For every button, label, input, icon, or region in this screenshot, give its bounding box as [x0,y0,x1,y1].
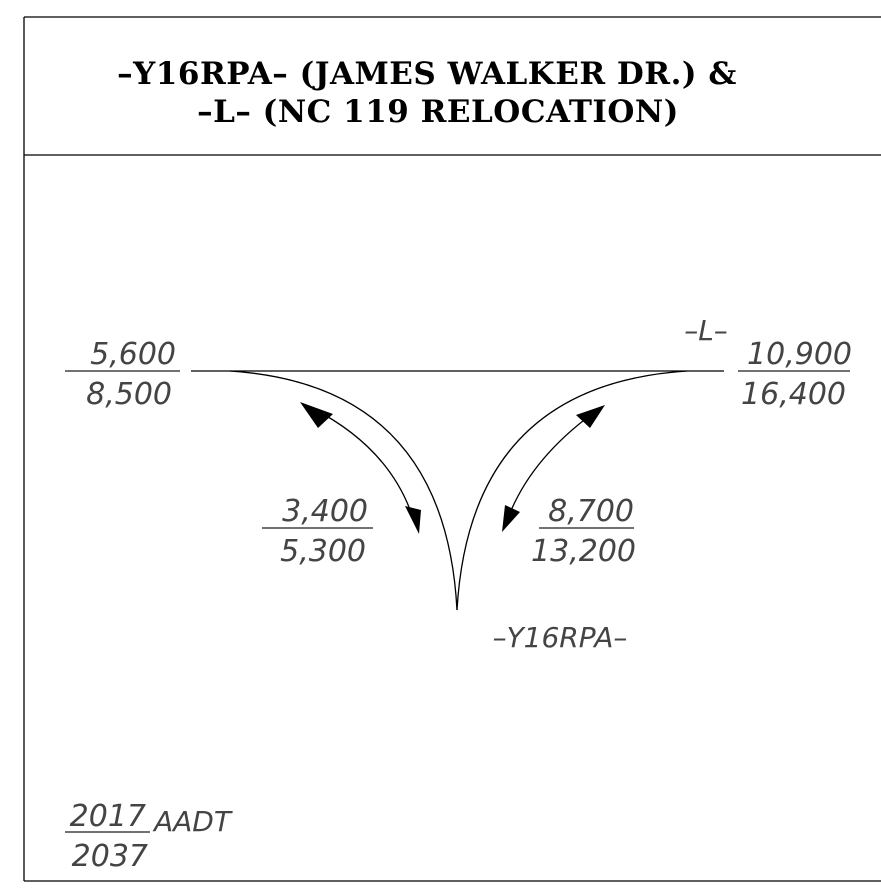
right-turn-arrow [502,405,605,532]
title-line-1: –Y16RPA– (JAMES WALKER DR.) & [117,56,737,92]
east-volume-2017: 10,900 [747,337,852,372]
title-line-2: –L– (NC 119 RELOCATION) [197,94,679,130]
left-turn-volume: 3,400 5,300 [262,494,373,569]
year-legend: 2017 2037 AADT [65,799,233,874]
left-turn-volume-2037: 5,300 [280,534,366,569]
frame-border [23,16,881,882]
right-turn-volume: 8,700 13,200 [531,494,636,569]
left-turn-arrow [300,402,421,534]
west-volume-2017: 5,600 [90,337,176,372]
legend-year-2017: 2017 [70,799,146,834]
left-turn-volume-2017: 3,400 [282,494,368,529]
east-volume-2037: 16,400 [741,377,846,412]
right-turn-volume-2037: 13,200 [531,534,636,569]
right-approach-curve [456,370,688,611]
side-road-label: –Y16RPA– [493,621,628,654]
east-volume: 10,900 16,400 [738,337,852,412]
mainline-label: –L– [684,314,728,347]
legend-aadt-label: AADT [152,805,233,838]
west-volume: 5,600 8,500 [65,337,180,412]
west-volume-2037: 8,500 [86,377,172,412]
left-approach-curve [229,370,458,611]
legend-year-2037: 2037 [72,839,148,874]
right-turn-volume-2017: 8,700 [548,494,634,529]
